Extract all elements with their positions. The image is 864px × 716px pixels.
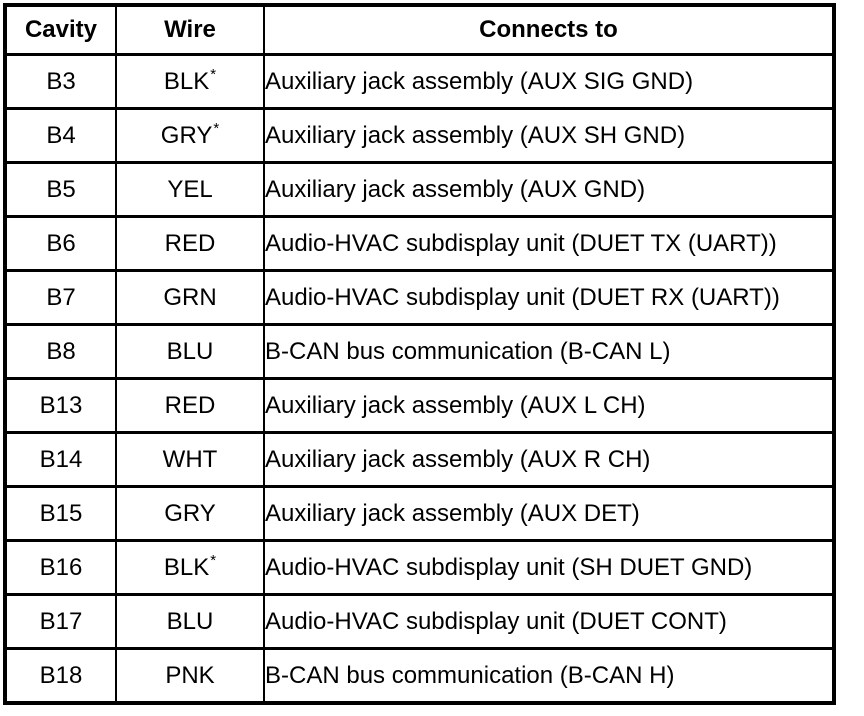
connects-to-cell: Audio-HVAC subdisplay unit (DUET RX (UAR… — [263, 269, 835, 326]
wire-cell: BLU — [115, 323, 265, 380]
cavity-cell: B15 — [4, 485, 117, 542]
wire-footnote-asterisk: * — [210, 65, 217, 83]
connects-to-cell: Auxiliary jack assembly (AUX L CH) — [263, 377, 835, 434]
wire-cell: PNK — [115, 647, 265, 705]
wire-color-code: PNK — [165, 661, 215, 689]
wire-color-code: BLK — [163, 553, 210, 581]
connects-to-cell: B-CAN bus communication (B-CAN L) — [263, 323, 835, 380]
wire-cell: BLU — [115, 593, 265, 650]
wire-color-code: GRY — [164, 499, 216, 527]
cavity-cell: B14 — [4, 431, 117, 488]
wire-cell: RED — [115, 215, 265, 272]
wire-cell: GRY* — [115, 107, 265, 164]
wire-cell: BLK* — [115, 53, 265, 110]
table-row: B18 PNK B-CAN bus communication (B-CAN H) — [4, 647, 835, 705]
connects-to-cell: Auxiliary jack assembly (AUX R CH) — [263, 431, 835, 488]
table-row: B5 YEL Auxiliary jack assembly (AUX GND) — [4, 161, 835, 218]
wire-color-code: GRN — [163, 283, 217, 311]
table-row: B13 RED Auxiliary jack assembly (AUX L CH) — [4, 377, 835, 434]
column-header-connects-to: Connects to — [263, 3, 835, 56]
wire-footnote-asterisk: * — [210, 551, 217, 569]
table-row: B7 GRN Audio-HVAC subdisplay unit (DUET RX… — [4, 269, 835, 326]
wire-color-code: RED — [164, 391, 216, 419]
wire-cell: BLK* — [115, 539, 265, 596]
cavity-cell: B6 — [4, 215, 117, 272]
column-header-wire: Wire — [115, 3, 265, 56]
wire-footnote-asterisk: * — [213, 119, 220, 137]
cavity-cell: B13 — [4, 377, 117, 434]
column-header-cavity: Cavity — [4, 3, 117, 56]
cavity-cell: B16 — [4, 539, 117, 596]
wire-cell: GRN — [115, 269, 265, 326]
wire-color-code: BLK — [163, 67, 210, 95]
connects-to-cell: Auxiliary jack assembly (AUX SH GND) — [263, 107, 835, 164]
cavity-cell: B18 — [4, 647, 117, 705]
wire-color-code: WHT — [162, 445, 218, 473]
connects-to-cell: Audio-HVAC subdisplay unit (SH DUET GND) — [263, 539, 835, 596]
wire-color-code: GRY — [160, 121, 213, 149]
connects-to-cell: Audio-HVAC subdisplay unit (DUET CONT) — [263, 593, 835, 650]
connects-to-cell: Audio-HVAC subdisplay unit (DUET TX (UAR… — [263, 215, 835, 272]
cavity-cell: B8 — [4, 323, 117, 380]
wire-color-code: RED — [164, 229, 216, 257]
cavity-cell: B17 — [4, 593, 117, 650]
table-row: B17 BLU Audio-HVAC subdisplay unit (DUET C… — [4, 593, 835, 650]
connects-to-cell: Auxiliary jack assembly (AUX DET) — [263, 485, 835, 542]
header-row: Cavity Wire Connects to — [4, 3, 835, 56]
wire-color-code: BLU — [166, 337, 214, 365]
cavity-cell: B3 — [4, 53, 117, 110]
table-row: B15 GRY Auxiliary jack assembly (AUX DET) — [4, 485, 835, 542]
table-row: B6 RED Audio-HVAC subdisplay unit (DUET TX… — [4, 215, 835, 272]
table-row: B14 WHT Auxiliary jack assembly (AUX R CH) — [4, 431, 835, 488]
wire-cell: WHT — [115, 431, 265, 488]
connects-to-cell: B-CAN bus communication (B-CAN H) — [263, 647, 835, 705]
cavity-cell: B4 — [4, 107, 117, 164]
wire-color-code: BLU — [166, 607, 214, 635]
wire-color-code: YEL — [167, 175, 213, 203]
table-row: B8 BLU B-CAN bus communication (B-CAN L) — [4, 323, 835, 380]
cavity-cell: B7 — [4, 269, 117, 326]
wire-cell: GRY — [115, 485, 265, 542]
wire-cell: RED — [115, 377, 265, 434]
wire-cell: YEL — [115, 161, 265, 218]
connects-to-cell: Auxiliary jack assembly (AUX SIG GND) — [263, 53, 835, 110]
connects-to-cell: Auxiliary jack assembly (AUX GND) — [263, 161, 835, 218]
cavity-cell: B5 — [4, 161, 117, 218]
